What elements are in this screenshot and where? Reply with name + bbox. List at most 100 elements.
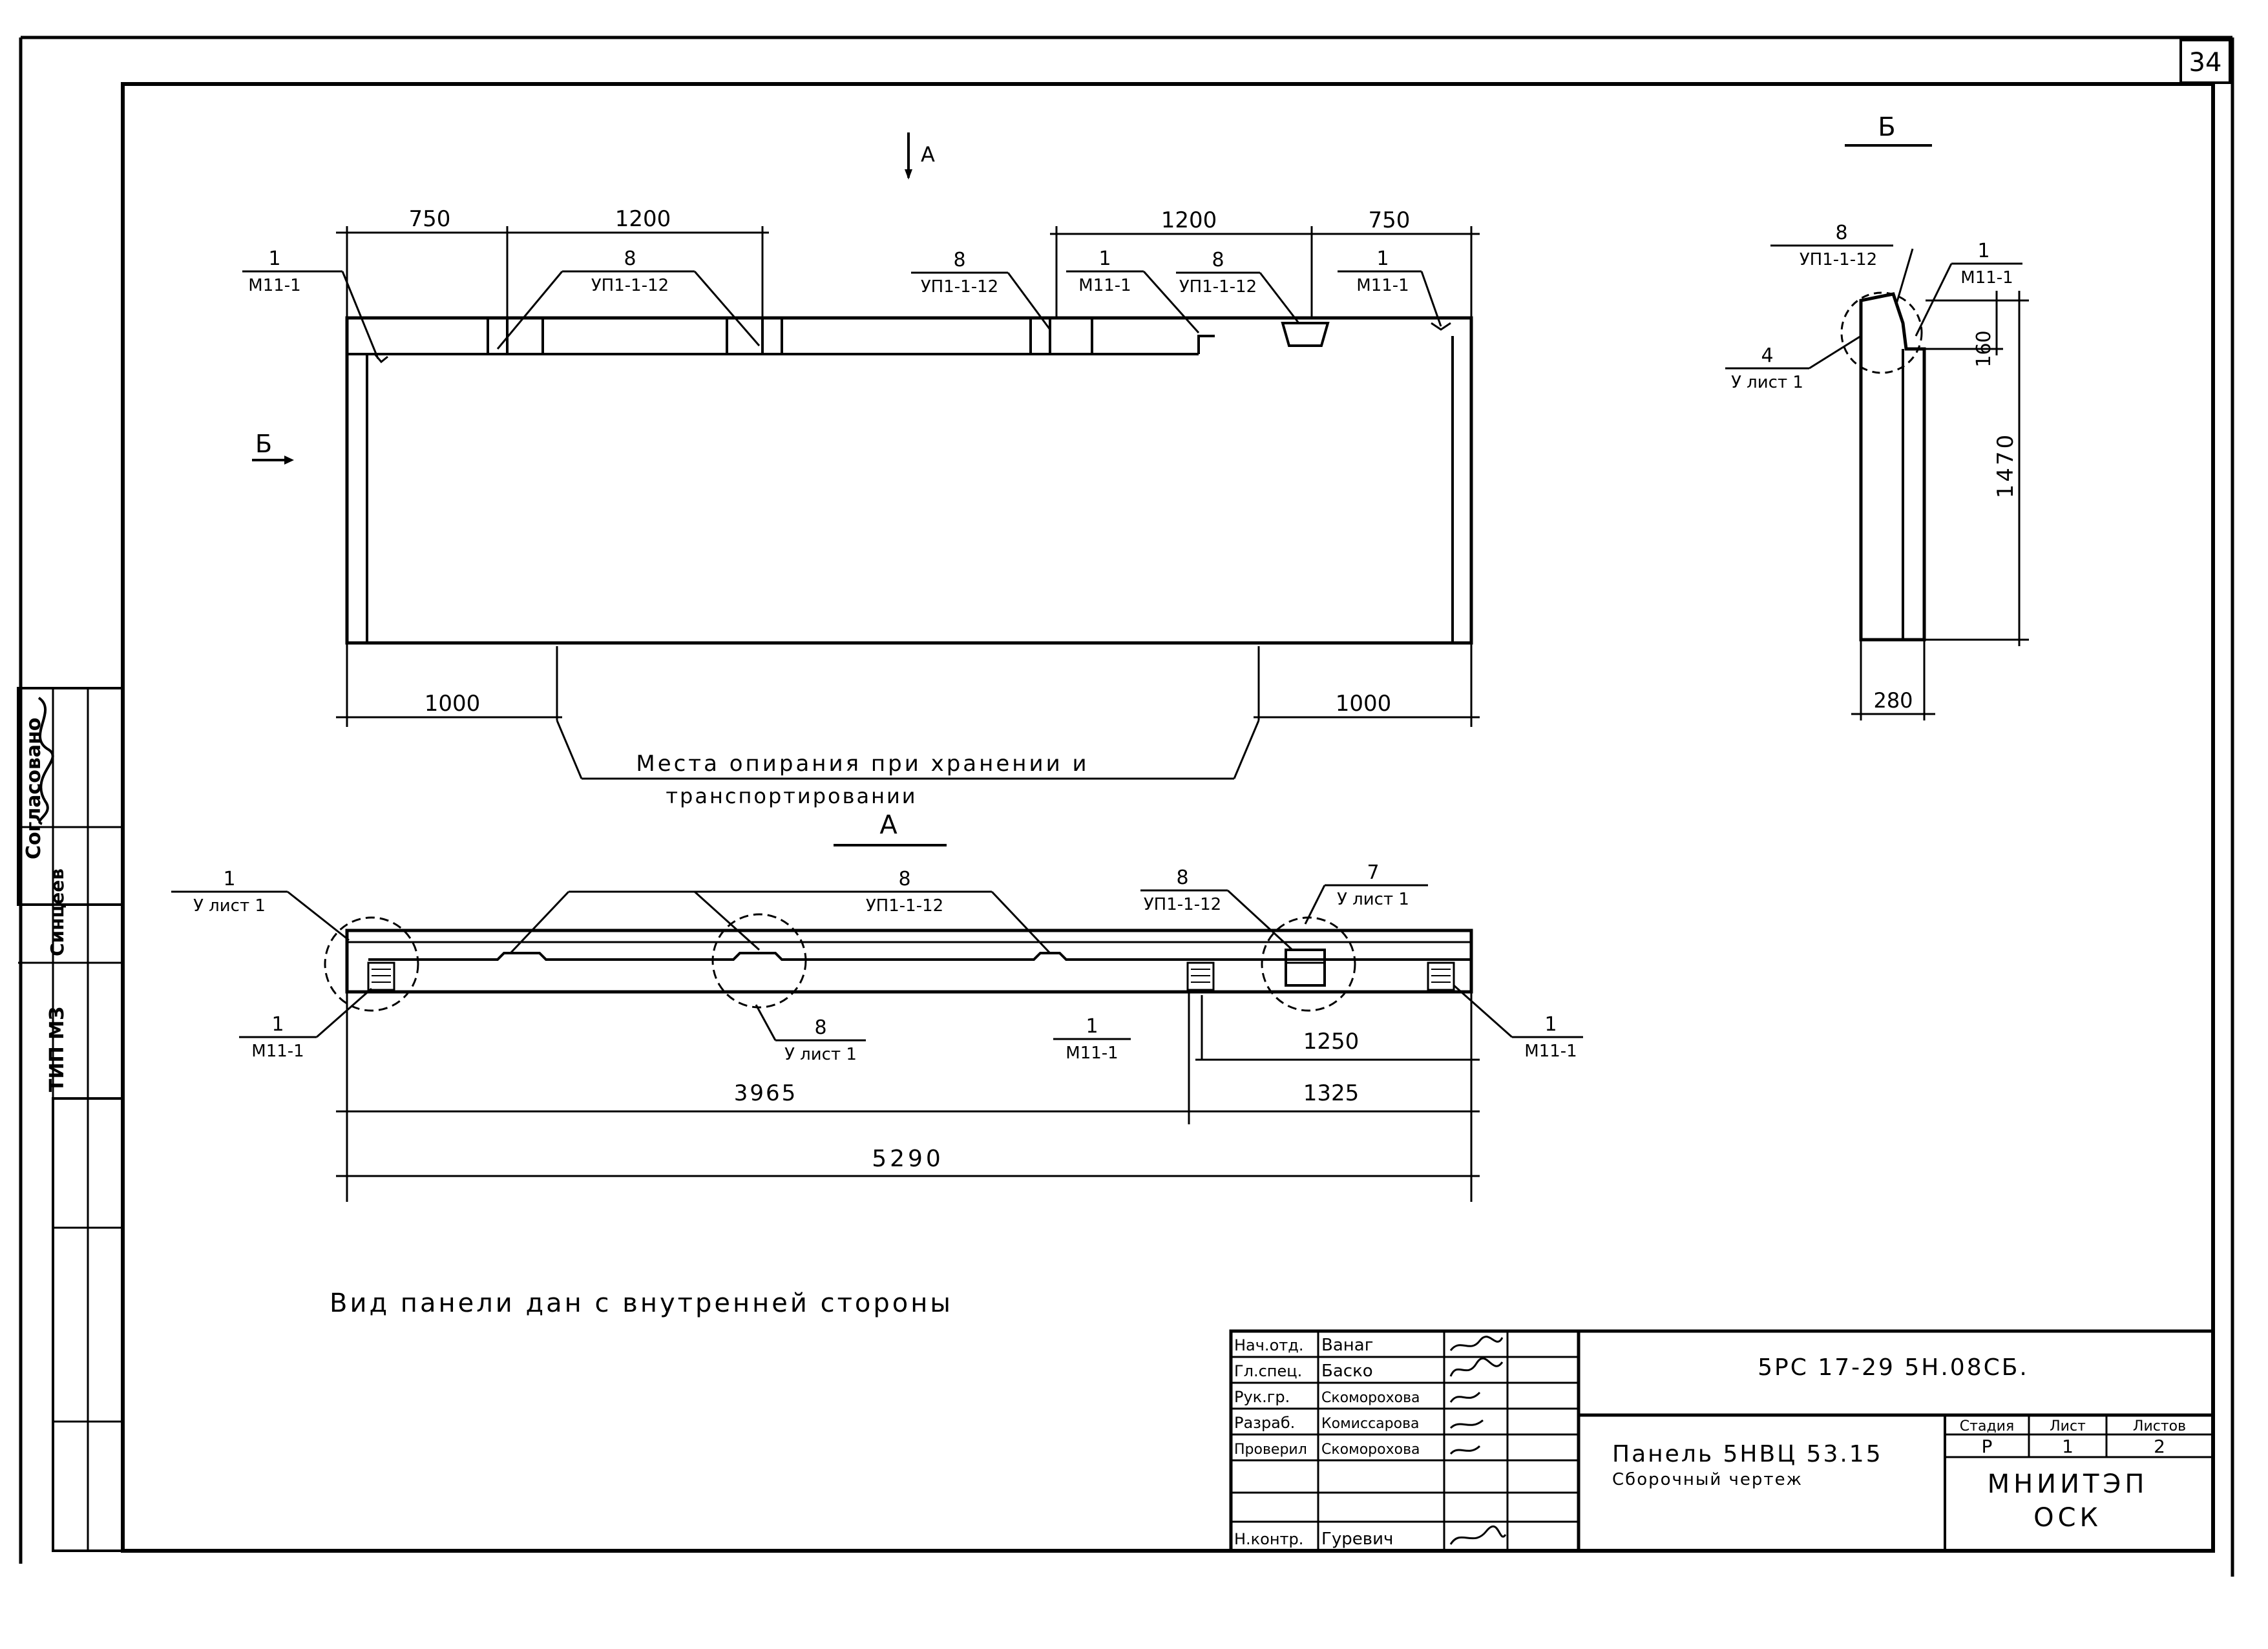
front-callout-4-num: 1 bbox=[1098, 247, 1111, 270]
support-note-line2: транспортировании bbox=[666, 784, 917, 808]
side-dim-280: 280 bbox=[1873, 688, 1913, 713]
dim-top-2: 1200 bbox=[615, 206, 671, 232]
tb-org-line2: ОСК bbox=[2033, 1503, 2102, 1533]
plan-view: А 1 У лист bbox=[171, 810, 1583, 1202]
tb-stage-header: Стадия bbox=[1960, 1418, 2014, 1434]
side-dim-1470: 1470 bbox=[1993, 432, 2019, 499]
front-callout-2-ref: УП1-1-12 bbox=[591, 276, 669, 295]
plan-callout-1-ref: У лист 1 bbox=[193, 896, 266, 916]
front-bottom-dimensions: 1000 1000 Места опирания при хранении и … bbox=[336, 643, 1480, 808]
tb-role-8: Н.контр. bbox=[1234, 1530, 1303, 1548]
plan-callout-7-ref: М11-1 bbox=[1066, 1044, 1118, 1063]
side-callout-1-num: 8 bbox=[1835, 222, 1847, 244]
panel-outline bbox=[345, 316, 1473, 645]
front-section-mark: А bbox=[921, 142, 935, 167]
plan-callout-4-num: 7 bbox=[1367, 861, 1379, 884]
detail-circle-8 bbox=[711, 913, 807, 1009]
front-callouts: 1 М11-1 8 УП1-1-12 8 УП1-1-12 1 М11-1 8 … bbox=[242, 247, 1442, 359]
plan-view-title: А bbox=[879, 810, 898, 840]
tb-org-line1: МНИИТЭП bbox=[1988, 1469, 2148, 1499]
dim-3965: 3965 bbox=[734, 1080, 798, 1106]
tb-signatures bbox=[1449, 1336, 1507, 1545]
front-callout-6-num: 1 bbox=[1376, 247, 1389, 270]
title-block: Нач.отд. Ванаг Гл.спец. Баско Рук.гр. Ск… bbox=[1229, 1329, 2215, 1553]
front-callout-5-num: 8 bbox=[1212, 249, 1224, 271]
plan-callout-1-num: 1 bbox=[223, 868, 235, 890]
plan-callout-3-num: 8 bbox=[1176, 867, 1188, 889]
front-view-mark: Б bbox=[255, 430, 272, 458]
dim-bottom-left: 1000 bbox=[425, 691, 481, 717]
page-number: 34 bbox=[2189, 48, 2222, 78]
dim-1250: 1250 bbox=[1303, 1029, 1360, 1055]
front-callout-6-ref: М11-1 bbox=[1356, 276, 1409, 295]
tb-panel-name: Панель 5НВЦ 53.15 bbox=[1612, 1441, 1883, 1467]
tb-role-4: Разраб. bbox=[1234, 1414, 1295, 1432]
plan-callout-8-num: 1 bbox=[1544, 1013, 1557, 1036]
tb-code: 5РС 17-29 5Н.08СБ. bbox=[1758, 1354, 2029, 1381]
plan-callout-4-ref: У лист 1 bbox=[1337, 890, 1409, 909]
view-note: Вид панели дан с внутренней стороны bbox=[330, 1288, 953, 1318]
side-profile bbox=[1859, 292, 1926, 642]
approval-org: ТИП МЗ bbox=[46, 1007, 68, 1092]
tb-role-2: Гл.спец. bbox=[1234, 1362, 1302, 1380]
dim-top-4: 750 bbox=[1369, 207, 1411, 233]
section-arrow-a bbox=[905, 169, 912, 180]
tb-name-8: Гуревич bbox=[1321, 1529, 1393, 1549]
plan-callout-6-ref: У лист 1 bbox=[784, 1045, 857, 1064]
view-arrow-b bbox=[284, 456, 294, 465]
side-callout-2-num: 1 bbox=[1977, 240, 1990, 262]
front-callout-5-ref: УП1-1-12 bbox=[1179, 277, 1257, 297]
side-dim-160: 160 bbox=[1973, 330, 1995, 367]
dim-1325: 1325 bbox=[1303, 1080, 1360, 1106]
dim-5290: 5290 bbox=[872, 1146, 944, 1172]
dim-top-3: 1200 bbox=[1161, 207, 1217, 233]
approval-person: Синцеев bbox=[47, 868, 68, 956]
plan-dimensions: 1250 1325 3965 5290 bbox=[336, 992, 1480, 1202]
tb-role-1: Нач.отд. bbox=[1234, 1336, 1303, 1354]
plan-callout-7-num: 1 bbox=[1086, 1015, 1098, 1038]
tb-sheets: 2 bbox=[2154, 1436, 2165, 1457]
tb-name-4: Комиссарова bbox=[1321, 1416, 1420, 1432]
plan-callout-2-ref: УП1-1-12 bbox=[866, 896, 943, 916]
detail-circle-1 bbox=[324, 916, 419, 1012]
plan-callout-6-num: 8 bbox=[814, 1016, 826, 1039]
front-top-dimensions: 750 1200 1200 750 bbox=[336, 206, 1480, 318]
front-callout-2-num: 8 bbox=[624, 247, 636, 270]
side-callout-2-ref: М11-1 bbox=[1960, 268, 2013, 288]
tb-role-3: Рук.гр. bbox=[1234, 1388, 1290, 1406]
tb-sheet-header: Лист bbox=[2050, 1418, 2086, 1434]
tb-stage: Р bbox=[1982, 1436, 1993, 1457]
plan-callout-2-num: 8 bbox=[898, 868, 910, 890]
side-detail-circle bbox=[1840, 291, 1923, 374]
side-view-title: Б bbox=[1878, 112, 1895, 142]
approval-block: Согласовано Синцеев ТИП МЗ bbox=[17, 687, 124, 1552]
side-callout-1-ref: УП1-1-12 bbox=[1800, 250, 1877, 269]
front-callout-1-num: 1 bbox=[268, 247, 280, 270]
front-embedded-plates bbox=[373, 318, 1451, 364]
dim-top-1: 750 bbox=[409, 206, 451, 232]
front-callout-1-ref: М11-1 bbox=[248, 276, 300, 295]
tb-name-3: Скоморохова bbox=[1321, 1390, 1420, 1406]
side-callout-3-num: 4 bbox=[1761, 344, 1773, 367]
front-callout-3-num: 8 bbox=[953, 249, 965, 271]
front-callout-3-ref: УП1-1-12 bbox=[921, 277, 998, 297]
plan-callouts: 1 У лист 1 8 УП1-1-12 8 УП1-1-12 7 У лис… bbox=[171, 861, 1583, 1064]
approval-signature bbox=[37, 697, 54, 825]
side-view: Б 8 УП1-1-12 1 М11-1 4 У лист 1 160 1470… bbox=[1725, 112, 2029, 720]
sheet-frame: 34 bbox=[19, 36, 2234, 1577]
plan-panel-outline bbox=[345, 929, 1473, 994]
tb-role-5: Проверил bbox=[1234, 1442, 1307, 1458]
tb-sheets-header: Листов bbox=[2133, 1418, 2186, 1434]
dim-bottom-right: 1000 bbox=[1336, 691, 1392, 717]
front-callout-4-ref: М11-1 bbox=[1078, 276, 1131, 295]
tb-drawing-type: Сборочный чертеж bbox=[1612, 1470, 1803, 1489]
tb-name-1: Ванаг bbox=[1321, 1336, 1373, 1355]
plan-callout-3-ref: УП1-1-12 bbox=[1144, 895, 1221, 914]
plan-plates bbox=[367, 949, 1455, 991]
side-callout-3-ref: У лист 1 bbox=[1731, 373, 1803, 392]
tb-sheet: 1 bbox=[2062, 1436, 2074, 1457]
tb-name-2: Баско bbox=[1321, 1361, 1373, 1381]
front-view: А Б bbox=[242, 132, 1480, 808]
tb-name-5: Скоморохова bbox=[1321, 1442, 1420, 1458]
